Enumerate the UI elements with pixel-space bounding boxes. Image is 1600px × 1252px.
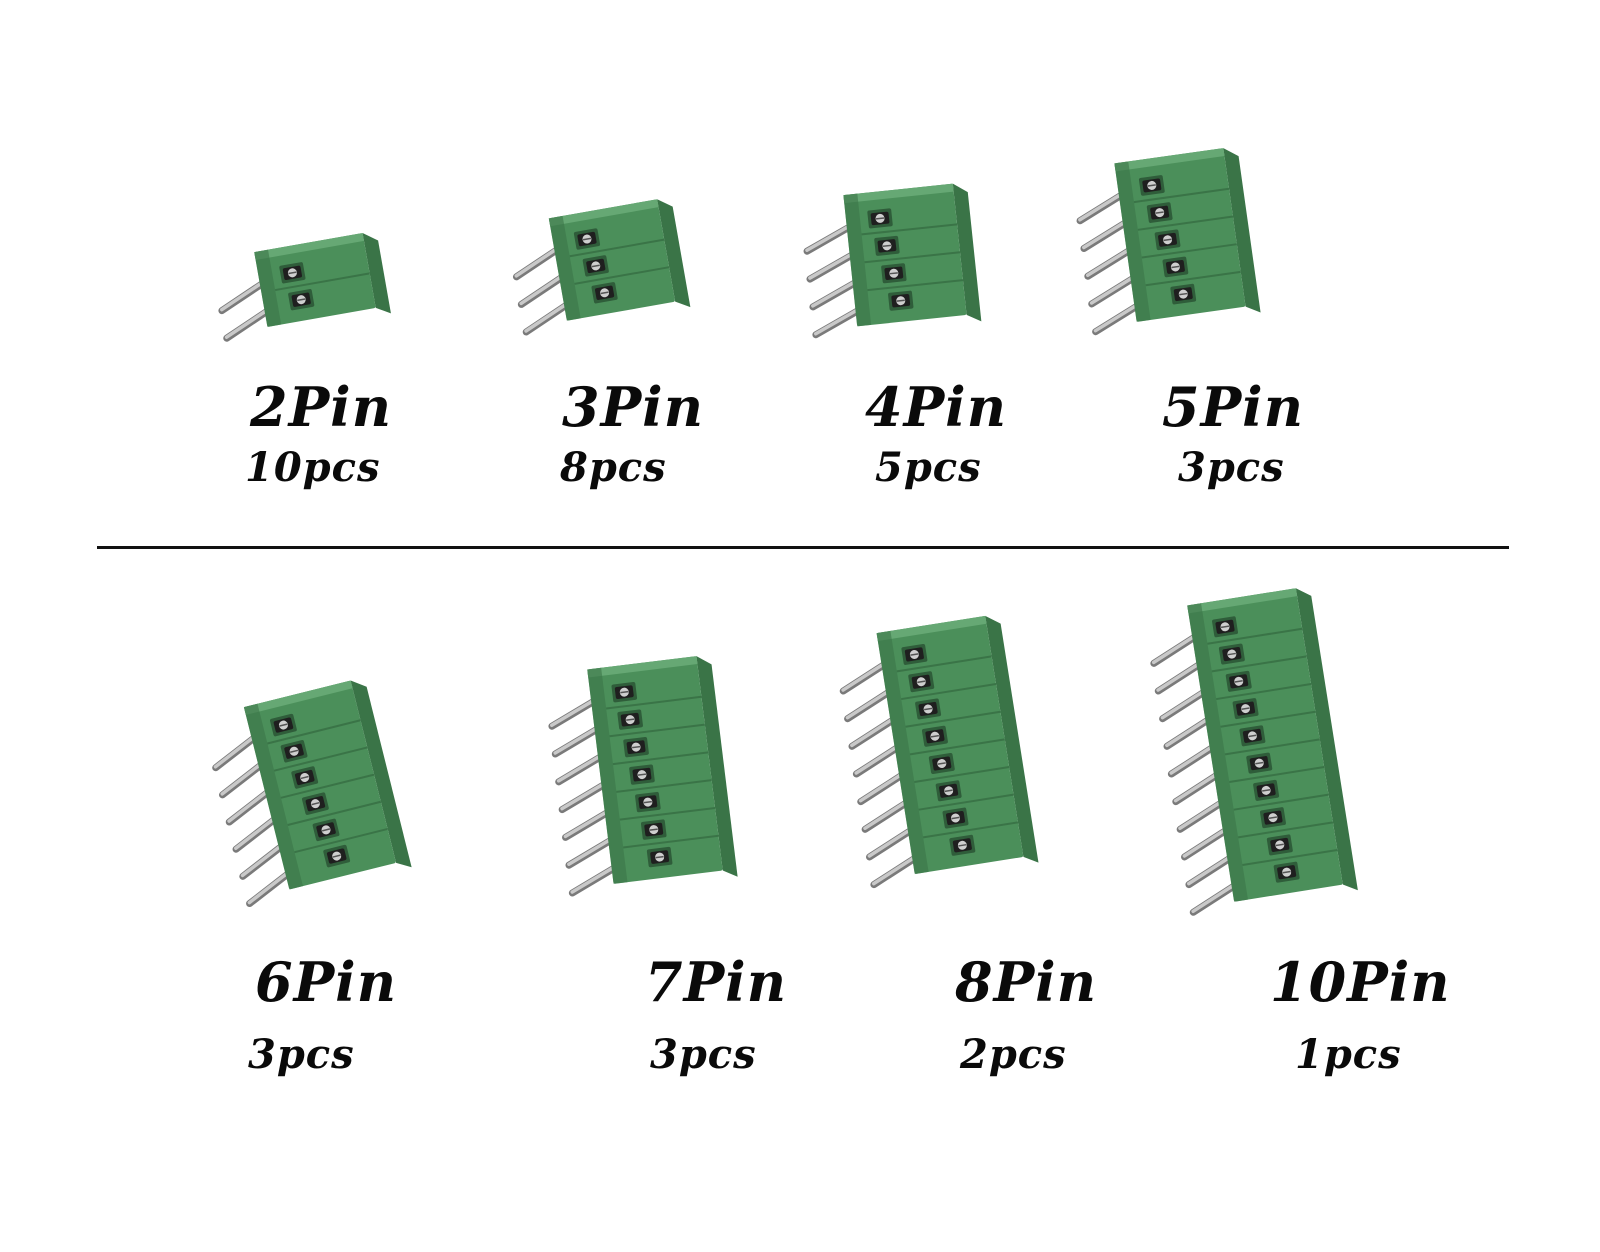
- product-10pin: 10Pin 1pcs: [1135, 588, 1450, 1075]
- terminal-block-8pin-image: [839, 615, 1039, 889]
- terminal-block-7pin-image: [548, 656, 738, 897]
- quantity-label: 2pcs: [960, 1031, 1067, 1078]
- quantity-label: 1pcs: [1295, 1031, 1402, 1078]
- terminal-block-5pin-image: [1076, 148, 1261, 336]
- pin-count-label: 5Pin: [1162, 375, 1304, 439]
- product-6pin: 6Pin 3pcs: [200, 660, 500, 1080]
- product-4pin: 4Pin 5pcs: [800, 130, 1100, 550]
- pin-count-label: 10Pin: [1270, 950, 1451, 1014]
- pin-count-label: 4Pin: [865, 375, 1007, 439]
- quantity-label: 8pcs: [560, 444, 667, 491]
- quantity-label: 3pcs: [1178, 444, 1285, 491]
- pin-count-label: 2Pin: [250, 375, 392, 439]
- pin-count-label: 8Pin: [955, 950, 1097, 1014]
- product-8pin: 8Pin 2pcs: [815, 610, 1115, 1075]
- quantity-label: 5pcs: [875, 444, 982, 491]
- terminal-block-6pin-image: [212, 680, 412, 908]
- pin-count-label: 6Pin: [255, 950, 397, 1014]
- terminal-block-10pin-image: [1150, 588, 1358, 916]
- terminal-block-4pin-image: [803, 183, 982, 339]
- terminal-block-2pin-image: [218, 233, 391, 342]
- product-7pin: 7Pin 3pcs: [525, 656, 825, 1080]
- section-divider: [97, 546, 1509, 549]
- pin-count-label: 7Pin: [645, 950, 787, 1014]
- quantity-label: 3pcs: [248, 1031, 355, 1078]
- pin-count-label: 3Pin: [562, 375, 704, 439]
- product-5pin: 5Pin 3pcs: [1076, 130, 1385, 550]
- product-2pin: 2Pin 10pcs: [200, 130, 500, 550]
- quantity-label: 3pcs: [650, 1031, 757, 1078]
- terminal-block-3pin-image: [512, 199, 691, 336]
- quantity-label: 10pcs: [245, 444, 381, 491]
- product-3pin: 3Pin 8pcs: [500, 130, 800, 550]
